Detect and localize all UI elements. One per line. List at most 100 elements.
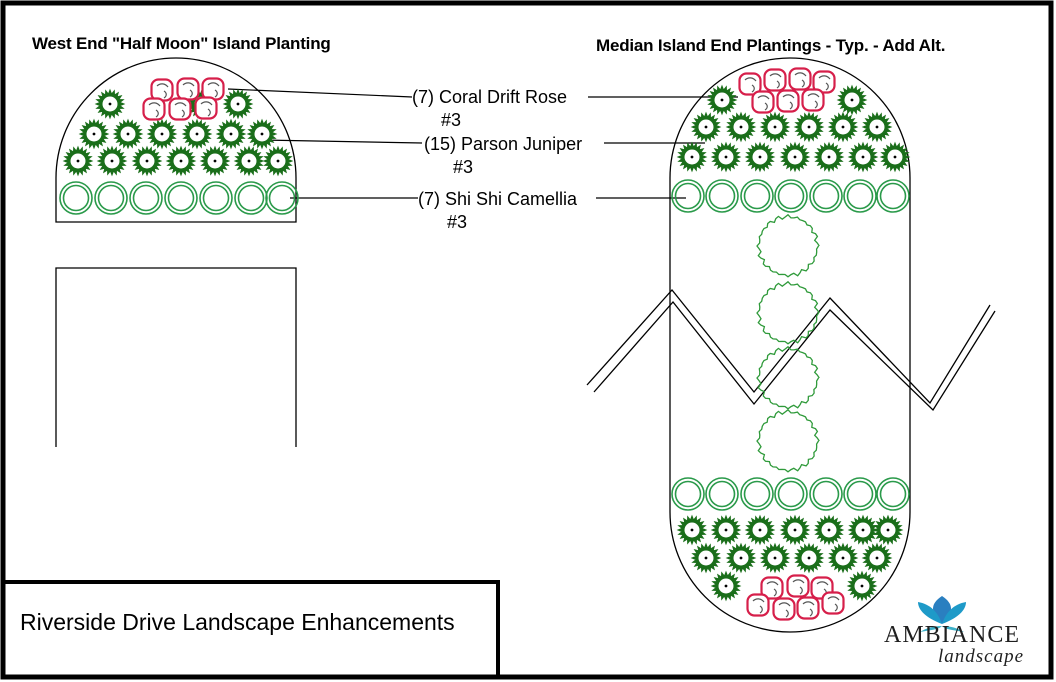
camellia-symbol xyxy=(164,181,198,215)
camellia-symbol xyxy=(94,181,128,215)
rose-symbol xyxy=(788,67,812,91)
rose-symbol xyxy=(751,90,775,114)
juniper-symbol xyxy=(836,84,868,116)
median-island-outline xyxy=(669,57,911,633)
juniper-symbol xyxy=(847,141,879,173)
camellia-symbol xyxy=(59,181,93,215)
rose-symbol xyxy=(142,97,166,121)
camellia-symbol xyxy=(234,181,268,215)
juniper-symbol xyxy=(262,145,294,177)
camellia-symbol xyxy=(129,181,163,215)
logo-wordmark: AMBIANCE xyxy=(884,622,1021,648)
juniper-symbol xyxy=(744,141,776,173)
tree-canopy-symbol xyxy=(756,280,820,345)
tree-canopy-symbol xyxy=(756,408,820,473)
rose-symbol xyxy=(746,593,770,617)
juniper-symbol xyxy=(706,84,738,116)
juniper-symbol xyxy=(879,141,911,173)
rose-size: #3 xyxy=(441,110,462,130)
project-title: Riverside Drive Landscape Enhancements xyxy=(20,609,455,635)
camellia-symbol xyxy=(265,181,299,215)
juniper-symbol xyxy=(846,570,878,602)
juniper-symbol xyxy=(710,570,742,602)
rose-symbol xyxy=(760,576,784,600)
juniper-symbol xyxy=(813,514,845,546)
juniper-symbol xyxy=(872,514,904,546)
logo-subword: landscape xyxy=(938,646,1025,667)
juniper-symbol xyxy=(676,514,708,546)
juniper-symbol xyxy=(793,542,825,574)
leader-line-rose-west xyxy=(227,88,413,98)
camellia-label: (7) Shi Shi Camellia xyxy=(418,189,578,209)
juniper-symbol xyxy=(146,118,178,150)
camellia-symbol xyxy=(774,477,808,511)
rose-symbol xyxy=(201,77,225,101)
camellia-symbol xyxy=(809,477,843,511)
camellia-size: #3 xyxy=(447,212,468,232)
juniper-symbol xyxy=(827,542,859,574)
juniper-symbol xyxy=(847,514,879,546)
juniper-label: (15) Parson Juniper xyxy=(424,134,583,154)
camellia-symbol xyxy=(740,179,774,213)
juniper-symbol xyxy=(676,141,708,173)
rose-symbol xyxy=(821,591,845,615)
juniper-size: #3 xyxy=(453,157,474,177)
juniper-symbol xyxy=(793,111,825,143)
rose-symbol xyxy=(786,574,810,598)
juniper-symbol xyxy=(759,111,791,143)
juniper-symbol xyxy=(779,514,811,546)
juniper-symbol xyxy=(199,145,231,177)
camellia-symbol xyxy=(774,179,808,213)
camellia-symbol xyxy=(705,477,739,511)
juniper-symbol xyxy=(215,118,247,150)
median-island-title: Median Island End Plantings - Typ. - Add… xyxy=(596,36,946,55)
juniper-symbol xyxy=(779,141,811,173)
juniper-symbol xyxy=(690,542,722,574)
title-block-box xyxy=(5,580,500,676)
juniper-symbol xyxy=(710,514,742,546)
rose-symbol xyxy=(772,597,796,621)
rose-symbol xyxy=(168,97,192,121)
juniper-symbol xyxy=(78,118,110,150)
juniper-symbol xyxy=(94,88,126,120)
rose-symbol xyxy=(763,68,787,92)
juniper-symbol xyxy=(813,141,845,173)
rose-symbol xyxy=(150,78,174,102)
juniper-symbol xyxy=(759,542,791,574)
camellia-symbol xyxy=(876,477,910,511)
plant-symbols xyxy=(59,67,911,621)
camellia-symbol xyxy=(705,179,739,213)
camellia-symbol xyxy=(199,181,233,215)
rose-symbol xyxy=(194,96,218,120)
juniper-symbol xyxy=(710,141,742,173)
juniper-symbol xyxy=(165,145,197,177)
tree-canopy-symbol xyxy=(756,213,820,278)
juniper-symbol xyxy=(131,145,163,177)
juniper-symbol xyxy=(112,118,144,150)
juniper-symbol xyxy=(233,145,265,177)
half-moon-island-outline xyxy=(55,57,297,223)
rose-symbol xyxy=(801,88,825,112)
west-island-lower-outline xyxy=(55,267,297,447)
camellia-symbol xyxy=(843,179,877,213)
juniper-symbol xyxy=(744,514,776,546)
ambiance-logo-emblem xyxy=(918,596,966,632)
camellia-symbol xyxy=(671,477,705,511)
juniper-symbol xyxy=(827,111,859,143)
camellia-symbol xyxy=(671,179,705,213)
camellia-symbol xyxy=(843,477,877,511)
juniper-symbol xyxy=(181,118,213,150)
camellia-symbol xyxy=(809,179,843,213)
juniper-symbol xyxy=(725,542,757,574)
rose-symbol xyxy=(796,596,820,620)
juniper-symbol xyxy=(861,542,893,574)
juniper-symbol xyxy=(690,111,722,143)
juniper-symbol xyxy=(725,111,757,143)
camellia-symbol xyxy=(876,179,910,213)
tree-canopy-symbol xyxy=(756,345,820,410)
camellia-symbol xyxy=(740,477,774,511)
west-island-title: West End "Half Moon" Island Planting xyxy=(32,34,331,53)
juniper-symbol xyxy=(222,88,254,120)
